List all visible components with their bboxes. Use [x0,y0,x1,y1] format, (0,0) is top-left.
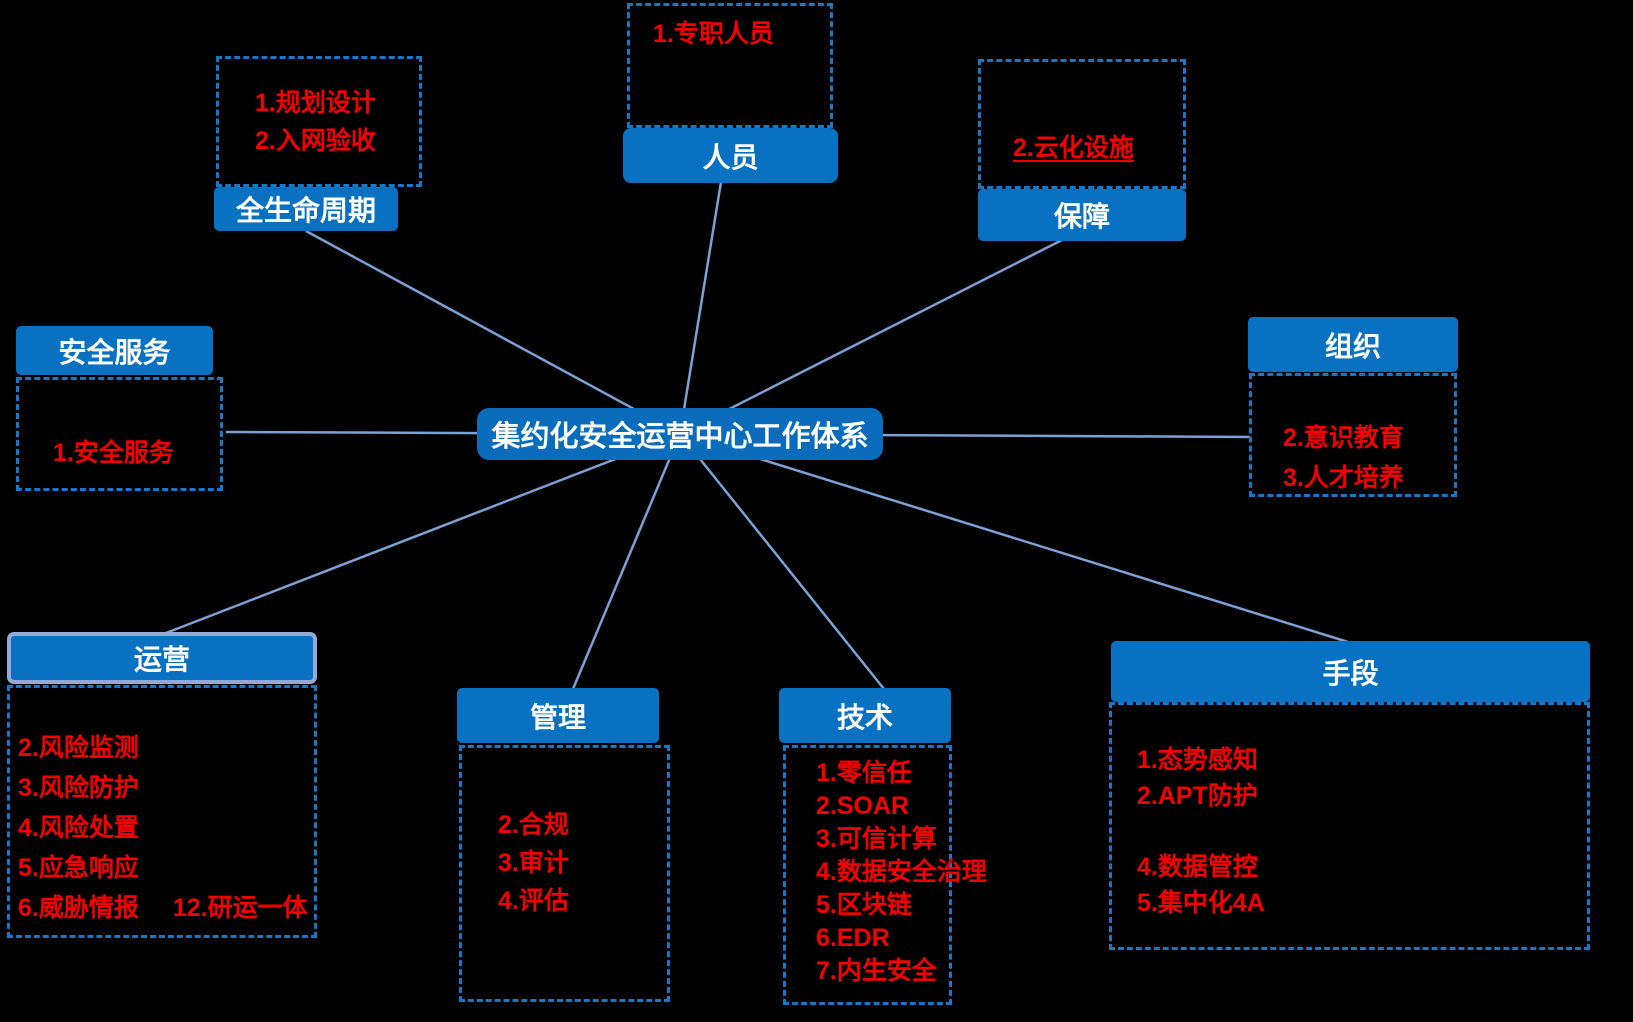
node-means-items-box: 1.态势感知 2.APT防护 4.数据管控 5.集中化4A [1109,702,1590,950]
connector-line-personnel [678,181,723,435]
list-item: 3.人才培养 [1283,464,1404,492]
list-item: 5.集中化4A [1137,889,1265,917]
node-security-service-header: 安全服务 [16,326,213,375]
node-management-header: 管理 [457,688,659,743]
list-item: 2.SOAR [816,792,910,820]
list-item: 1.态势感知 [1137,746,1258,774]
list-item: 4.风险处置 [18,814,139,842]
node-lifecycle-header: 全生命周期 [214,187,398,231]
list-item: 2.APT防护 [1137,782,1258,810]
node-lifecycle-items-box: 1.规划设计 2.入网验收 [216,56,422,187]
list-item: 4.数据管控 [1137,853,1258,881]
list-item: 3.可信计算 [816,825,937,853]
list-item: 4.评估 [498,887,569,915]
list-item: 5.应急响应 [18,854,139,882]
list-item: 6.EDR [816,924,890,952]
node-guarantee-items-box: 2.云化设施 [978,59,1186,189]
center-node: 集约化安全运营中心工作体系 [477,408,883,460]
node-management-items-box: 2.合规 3.审计 4.评估 [459,745,670,1002]
list-item: 2.合规 [498,811,569,839]
node-security-service-items-box: 1.安全服务 [16,377,223,491]
connector-line-means [679,432,1349,644]
list-item: 1.零信任 [816,759,912,787]
list-item: 1.安全服务 [53,439,174,467]
list-item: 12.研运一体 [172,894,308,922]
list-item: 1.专职人员 [653,20,774,48]
list-item: 3.风险防护 [18,774,139,802]
connector-line-technology [679,433,885,690]
node-operation-header: 运营 [7,632,317,684]
connector-line-operation [165,432,681,635]
list-item: 2.入网验收 [255,127,376,155]
node-operation-items-box: 2.风险监测 3.风险防护 4.风险处置 5.应急响应 6.威胁情报 12.研运… [7,685,317,938]
connector-line-management [571,433,682,690]
node-means-header: 手段 [1111,641,1590,702]
connector-line-guarantee [679,238,1063,436]
node-personnel-items-box: 1.专职人员 [627,3,833,128]
list-item: 7.内生安全 [816,957,937,985]
list-item: 5.区块链 [816,891,912,919]
list-item: 3.审计 [498,849,569,877]
list-item: 2.风险监测 [18,734,139,762]
list-item: 4.数据安全治理 [816,858,987,886]
list-item: 6.威胁情报 [18,894,139,922]
node-guarantee-header: 保障 [978,189,1186,241]
list-item: 1.规划设计 [255,89,376,117]
node-organization-header: 组织 [1248,317,1458,372]
list-item: 2.意识教育 [1283,424,1404,452]
connector-line-lifecycle [305,229,681,436]
node-technology-items-box: 1.零信任 2.SOAR 3.可信计算 4.数据安全治理 5.区块链 6.EDR… [783,745,987,1005]
node-organization-items-box: 2.意识教育 3.人才培养 [1249,373,1457,497]
node-technology-header: 技术 [779,688,951,743]
node-personnel-header: 人员 [623,128,838,183]
list-item: 2.云化设施 [1013,134,1134,162]
list-item-row: 6.威胁情报 12.研运一体 [18,888,314,928]
